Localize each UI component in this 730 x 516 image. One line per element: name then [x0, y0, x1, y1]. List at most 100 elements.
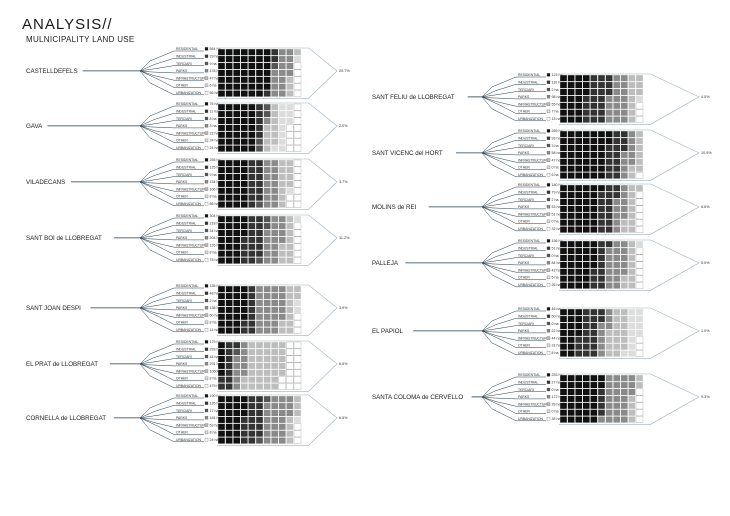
land-use-cell	[225, 327, 233, 334]
land-use-cell	[286, 180, 294, 188]
land-use-cell	[567, 205, 575, 213]
land-use-cell	[575, 329, 583, 337]
category-label: TERCIARI	[518, 144, 534, 148]
category-swatch	[204, 384, 209, 388]
land-use-cell	[567, 137, 575, 145]
land-use-cell	[605, 184, 613, 192]
land-use-cell	[620, 308, 628, 316]
land-use-cell	[278, 430, 286, 438]
land-use-cell	[233, 48, 241, 56]
category-swatch	[204, 54, 209, 58]
land-use-cell	[278, 180, 286, 188]
category-label: INDUSTRIAL	[176, 166, 196, 170]
land-use-cell	[255, 117, 264, 125]
category-value: 93 ha	[552, 137, 561, 141]
category-label: TERCIARI	[176, 117, 192, 121]
land-use-cell	[286, 117, 294, 125]
land-use-cell	[628, 409, 636, 417]
category-swatch	[204, 362, 209, 366]
land-use-cell	[559, 144, 568, 152]
land-use-cell	[635, 416, 644, 423]
land-use-cell	[582, 395, 590, 403]
category-label: INDUSTRIAL	[176, 292, 196, 296]
category-swatch	[546, 129, 551, 133]
branch-line	[481, 396, 546, 414]
land-use-cell	[217, 90, 226, 97]
land-use-cell	[293, 110, 302, 118]
land-use-cell	[628, 315, 636, 323]
land-use-cell	[271, 222, 279, 230]
branch-line	[481, 206, 546, 217]
branch-line	[481, 330, 546, 341]
land-use-cell	[575, 247, 583, 255]
land-use-cell	[263, 187, 271, 195]
land-use-cell	[597, 219, 606, 227]
land-use-cell	[567, 219, 575, 227]
land-use-cell	[248, 299, 256, 307]
land-use-cell	[559, 336, 568, 344]
land-use-cell	[582, 409, 590, 417]
land-use-cell	[255, 173, 264, 181]
land-use-cell	[255, 103, 264, 111]
land-use-cell	[559, 261, 568, 269]
land-use-cell	[263, 215, 271, 223]
category-label: PARKS	[176, 306, 188, 310]
branch-line	[139, 417, 204, 435]
land-use-cell	[271, 306, 279, 314]
land-use-cell	[597, 81, 606, 89]
category-value: 218 ha	[210, 222, 221, 226]
category-label: INFRASTRUCTURE	[518, 268, 550, 272]
land-use-cell	[255, 416, 264, 424]
land-use-cell	[255, 180, 264, 188]
branch-line	[139, 237, 204, 263]
land-use-cell	[635, 336, 644, 344]
land-use-cell	[255, 313, 264, 321]
land-use-cell	[240, 236, 248, 244]
category-value: 5 ha	[552, 276, 559, 280]
municipality-name: EL PRAT de LLOBREGAT	[26, 361, 98, 368]
land-use-cell	[233, 131, 241, 139]
land-use-cell	[225, 299, 233, 307]
category-swatch	[204, 124, 209, 128]
land-use-cell	[575, 322, 583, 330]
land-use-cell	[559, 350, 568, 357]
land-use-cell	[271, 138, 279, 146]
land-use-cell	[255, 166, 264, 174]
land-use-cell	[597, 198, 606, 206]
category-label: INDUSTRIAL	[518, 137, 538, 141]
land-use-cell	[263, 138, 271, 146]
land-use-cell	[278, 222, 286, 230]
branch-line	[481, 84, 546, 98]
land-use-cell	[628, 254, 636, 262]
land-use-cell	[263, 355, 271, 363]
land-use-cell	[582, 165, 590, 173]
category-value: 0 ha	[552, 322, 559, 326]
category-value: 26 ha	[552, 283, 561, 287]
municipality-name: VILADECANS	[26, 179, 65, 186]
land-use-cell	[293, 306, 302, 314]
land-use-cell	[225, 320, 233, 328]
branch-line	[139, 70, 204, 74]
land-use-cell	[248, 355, 256, 363]
land-use-cell	[255, 48, 264, 56]
land-use-cell	[605, 336, 613, 344]
land-use-cell	[559, 381, 568, 389]
land-use-cell	[225, 117, 233, 125]
land-use-cell	[597, 282, 606, 289]
land-use-cell	[278, 103, 286, 111]
category-swatch	[546, 253, 551, 258]
land-use-cell	[559, 282, 568, 289]
land-use-cell	[225, 416, 233, 424]
land-use-cell	[225, 90, 233, 97]
land-use-cell	[240, 124, 248, 132]
land-use-cell	[628, 329, 636, 337]
land-use-cell	[605, 261, 613, 269]
land-use-cell	[620, 315, 628, 323]
category-label: URBANIZATION	[176, 438, 202, 442]
land-use-cell	[271, 187, 279, 195]
land-use-cell	[635, 198, 644, 206]
land-use-cell	[293, 243, 302, 251]
land-use-cell	[233, 409, 241, 417]
land-use-cell	[240, 341, 248, 349]
